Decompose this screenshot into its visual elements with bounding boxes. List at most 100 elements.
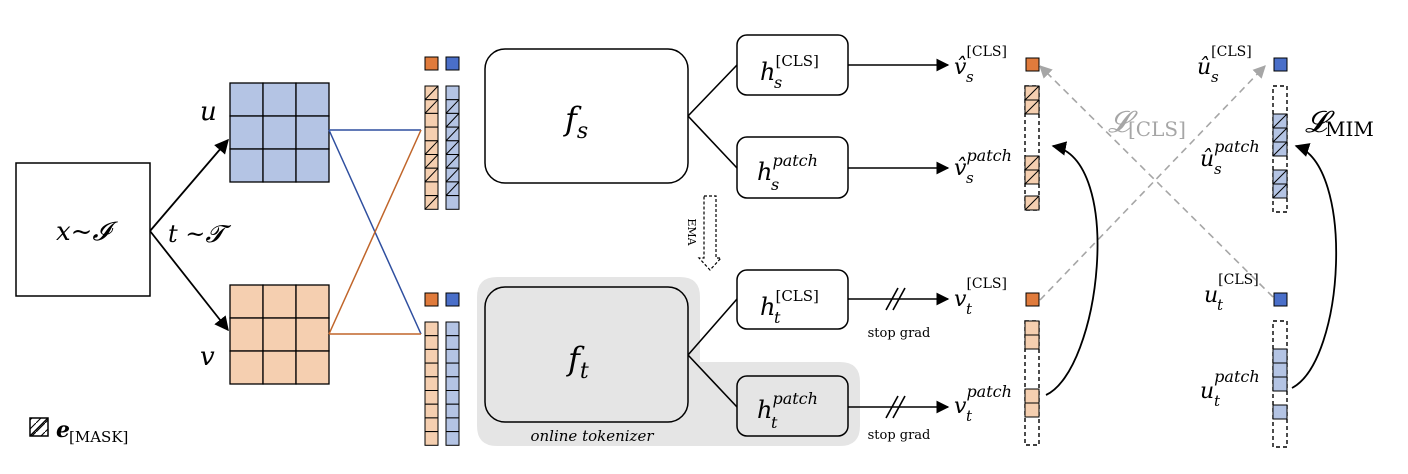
view-u-cell — [229, 115, 264, 150]
token-orange — [424, 431, 439, 446]
input-image-box: x~𝓘 — [15, 162, 151, 297]
out-v-t-token — [1024, 402, 1040, 418]
input-label: x~𝓘 — [56, 217, 118, 247]
head-teacher-patch-sub: t — [771, 413, 778, 432]
view-u-cell — [295, 115, 330, 150]
svg-text:s: s — [966, 169, 974, 187]
view-v-cell — [262, 350, 297, 385]
svg-text:v̂patch: v̂patch — [954, 146, 1012, 181]
token-orange-mask-slash — [424, 140, 439, 155]
head-student-cls-sup: [CLS] — [775, 52, 818, 70]
stop-grad-label-cls: stop grad — [868, 326, 931, 341]
head-student-patch-sub: s — [771, 175, 779, 194]
transform-arrows — [149, 138, 229, 332]
view-to-token-lines — [328, 129, 422, 335]
token-blue — [445, 348, 460, 364]
svg-text:h[CLS]: h[CLS] — [760, 287, 819, 321]
loss-cls-label: 𝓛 [CLS] — [1108, 105, 1186, 141]
token-orange-mask-slash — [424, 167, 439, 183]
svg-text:hpatch: hpatch — [757, 151, 818, 186]
svg-text:t: t — [1217, 296, 1224, 314]
svg-text:s: s — [1214, 160, 1222, 178]
token-blue-mask-slash — [445, 99, 460, 114]
svg-text:t: t — [966, 300, 973, 318]
out-cls-u-t — [1273, 292, 1288, 307]
view-v-cell — [229, 350, 264, 385]
view-v-cell — [295, 350, 330, 385]
token-blue-mask-slash — [445, 113, 460, 128]
student-input-tokens — [424, 56, 460, 210]
token-orange-mask-slash — [424, 85, 439, 101]
svg-text:hpatch: hpatch — [757, 389, 818, 424]
ema-label: EMA — [685, 218, 698, 246]
view-v-cell — [262, 284, 297, 319]
stop-grad-label-patch: stop grad — [868, 428, 931, 443]
out-u-s-mask-slash — [1272, 127, 1288, 143]
head-student-cls-base: h — [760, 58, 775, 86]
view-v-cell — [229, 317, 264, 352]
token-orange — [424, 335, 439, 350]
token-blue-mask-slash — [445, 154, 460, 169]
head-student-cls-sub: s — [774, 73, 782, 92]
out-v-t-token — [1024, 334, 1040, 350]
online-tokenizer-label: online tokenizer — [530, 427, 654, 445]
output-v-s-patch: v̂patch s — [954, 146, 1012, 187]
view-v-cell — [262, 317, 297, 352]
token-orange-mask-slash — [424, 99, 439, 114]
out-u-s-mask-slash — [1272, 183, 1288, 199]
token-orange-mask-slash — [424, 195, 439, 210]
head-student-patch-sup: patch — [772, 151, 817, 170]
token-blue — [445, 431, 460, 446]
head-teacher-cls-sup: [CLS] — [775, 287, 818, 305]
token-blue-mask-slash — [445, 167, 460, 183]
token-blue — [445, 417, 460, 433]
token-blue — [445, 321, 460, 337]
view-u-cell — [295, 148, 330, 183]
ema-arrow — [697, 195, 723, 271]
head-output-arrows — [848, 58, 950, 419]
out-u-t-token — [1272, 348, 1288, 364]
view-v-cell — [295, 284, 330, 319]
transform-label: t ~𝓣 — [168, 220, 231, 248]
view-u-cell — [295, 82, 330, 117]
view-v-label: v — [200, 342, 215, 372]
token-blue — [445, 195, 460, 210]
out-v-t-token — [1024, 388, 1040, 404]
view-v-cell — [229, 284, 264, 319]
token-blue — [445, 376, 460, 391]
token-orange — [424, 181, 439, 197]
view-u-cell — [229, 82, 264, 117]
loss-mim-arrows — [1045, 141, 1337, 396]
view-v-cell — [295, 317, 330, 352]
student-encoder: fs — [484, 48, 689, 184]
output-v-t-cls: v[CLS] t — [954, 276, 1007, 318]
svg-text:u[CLS]: u[CLS] — [1204, 272, 1259, 308]
mask-legend: e [MASK] — [29, 417, 128, 446]
svg-text:h[CLS]: h[CLS] — [760, 52, 819, 86]
svg-text:MIM: MIM — [1325, 117, 1374, 141]
token-orange — [424, 126, 439, 142]
out-cls-v-t — [1025, 292, 1040, 307]
out-v-s-mask-slash — [1024, 195, 1040, 211]
out-v-s-mask-slash — [1024, 99, 1040, 115]
output-u-s-cls: û[CLS] s — [1197, 44, 1252, 86]
view-u-grid — [229, 82, 330, 183]
out-u-s-mask-slash — [1272, 141, 1288, 157]
token-blue-mask-slash — [445, 140, 460, 155]
view-u-cell — [262, 82, 297, 117]
token-orange — [424, 403, 439, 419]
view-u-cell — [262, 148, 297, 183]
svg-text:v[CLS]: v[CLS] — [954, 276, 1007, 312]
cls-token-blue — [445, 292, 460, 307]
out-v-s-mask-slash — [1024, 85, 1040, 101]
svg-text:v̂[CLS]: v̂[CLS] — [954, 44, 1007, 80]
output-u-t-cls: u[CLS] t — [1204, 272, 1259, 314]
out-u-s-mask-slash — [1272, 113, 1288, 129]
token-blue-mask-slash — [445, 126, 460, 142]
out-u-t-token — [1272, 404, 1288, 420]
output-token-columns — [1024, 57, 1288, 448]
token-blue — [445, 403, 460, 419]
out-v-s-mask-slash — [1024, 155, 1040, 171]
encoder-to-head-lines — [687, 64, 738, 408]
